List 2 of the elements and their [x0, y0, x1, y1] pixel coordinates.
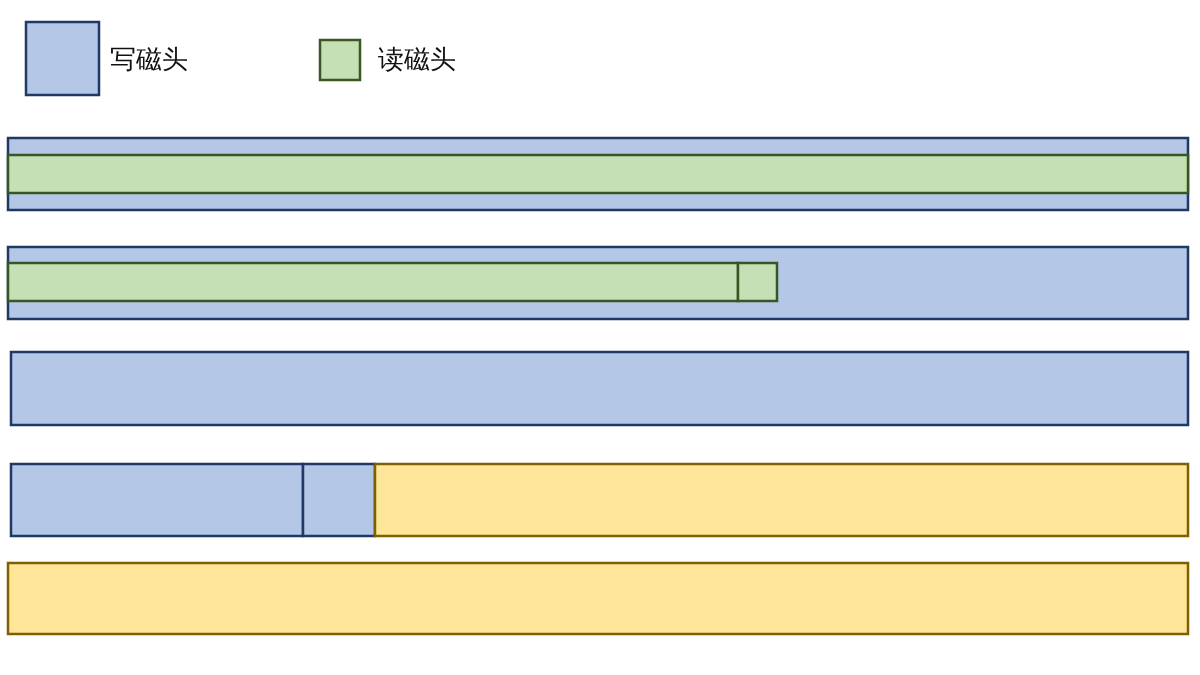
legend-label: 写磁头 — [110, 46, 188, 72]
legend-label: 读磁头 — [378, 46, 456, 72]
